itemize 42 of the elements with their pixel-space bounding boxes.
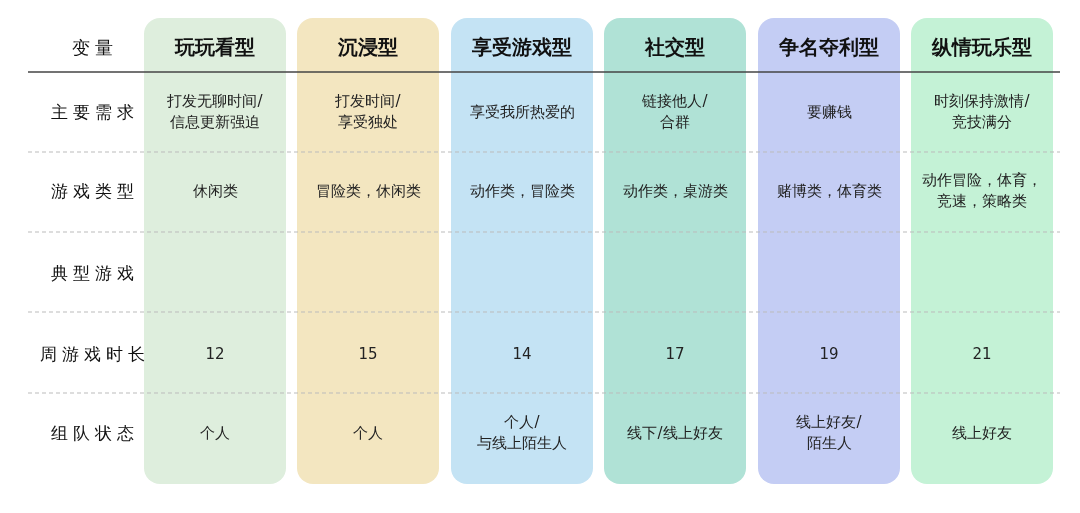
column-band xyxy=(297,18,439,484)
column-band xyxy=(144,18,286,484)
cell-text: 冒险类，休闲类 xyxy=(315,180,421,202)
cell-text: 15 xyxy=(358,343,378,365)
cell-text: 动作冒险，体育，竞速，策略类 xyxy=(922,170,1042,212)
cell-text: 17 xyxy=(665,343,685,365)
cell-text: 12 xyxy=(205,343,225,365)
column-header: 变量 xyxy=(71,36,119,60)
column-band xyxy=(911,18,1053,484)
column-band xyxy=(451,18,593,484)
cell-text: 14 xyxy=(512,343,532,365)
column-heading: 争名夺利型 xyxy=(778,34,880,61)
row-header: 典型游戏 xyxy=(50,261,140,285)
column-heading: 玩玩看型 xyxy=(173,34,256,61)
column-heading: 纵情玩乐型 xyxy=(930,34,1033,61)
cell-text: 打发时间/享受独处 xyxy=(335,91,401,133)
cell-text: 19 xyxy=(819,343,839,365)
cell-text: 线上好友 xyxy=(952,422,1012,444)
row-header: 主要需求 xyxy=(50,100,140,124)
cell-text: 时刻保持激情/竞技满分 xyxy=(934,91,1030,133)
cell-text: 线下/线上好友 xyxy=(627,422,723,444)
row-header: 游戏类型 xyxy=(50,179,140,203)
cell-text: 动作类，冒险类 xyxy=(469,180,575,202)
column-heading: 社交型 xyxy=(644,34,706,61)
cell-text: 动作类，桌游类 xyxy=(622,180,728,202)
cell-text: 21 xyxy=(972,343,992,365)
cell-text: 享受我所热爱的 xyxy=(469,101,575,123)
row-header: 组队状态 xyxy=(50,421,140,445)
row-header: 周游戏时长 xyxy=(39,342,151,366)
cell-text: 个人/与线上陌生人 xyxy=(477,412,567,454)
column-band xyxy=(604,18,746,484)
column-heading: 享受游戏型 xyxy=(471,34,573,61)
cell-text: 个人 xyxy=(353,422,383,444)
cell-text: 线上好友/陌生人 xyxy=(796,412,862,454)
cell-text: 休闲类 xyxy=(192,180,238,202)
column-band xyxy=(758,18,900,484)
cell-text: 要赚钱 xyxy=(806,101,852,123)
cell-text: 赌博类，体育类 xyxy=(776,180,882,202)
cell-text: 个人 xyxy=(200,422,230,444)
cell-text: 打发无聊时间/信息更新强迫 xyxy=(167,91,263,133)
cell-text: 链接他人/合群 xyxy=(642,91,708,133)
column-heading: 沉浸型 xyxy=(337,34,399,61)
